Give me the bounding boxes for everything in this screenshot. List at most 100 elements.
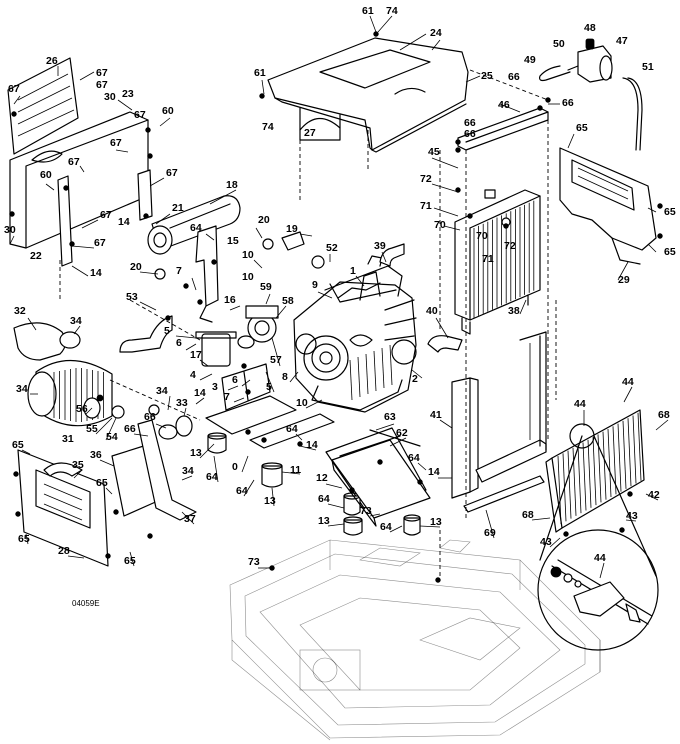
bolt-head bbox=[563, 531, 569, 537]
fuel-filter bbox=[195, 331, 255, 367]
callout: 44 bbox=[594, 552, 606, 564]
callout: 57 bbox=[270, 354, 282, 366]
line-detail bbox=[73, 325, 81, 335]
callout: 14 bbox=[428, 466, 440, 478]
engine bbox=[293, 255, 417, 413]
bolt-head bbox=[113, 509, 119, 515]
callout: 1 bbox=[350, 265, 356, 277]
bolt-head bbox=[373, 31, 379, 37]
callout: 67 bbox=[8, 83, 20, 95]
bolt-head bbox=[13, 471, 19, 477]
callout: 64 bbox=[190, 222, 202, 234]
callout: 17 bbox=[190, 349, 202, 361]
callout: 37 bbox=[184, 513, 196, 525]
line-detail bbox=[73, 469, 83, 479]
callout: 70 bbox=[476, 230, 488, 242]
line-detail bbox=[289, 371, 299, 383]
line-detail bbox=[465, 75, 481, 83]
front-panel-left bbox=[17, 449, 109, 567]
line-detail bbox=[567, 450, 572, 519]
line-detail bbox=[435, 317, 449, 339]
bolt-head bbox=[145, 127, 151, 133]
bolt-head bbox=[197, 299, 203, 305]
air-cleaner-bracket bbox=[111, 419, 197, 521]
line-detail bbox=[549, 537, 561, 548]
line-detail bbox=[637, 412, 642, 481]
line-detail bbox=[81, 219, 99, 229]
bolt-head bbox=[241, 363, 247, 369]
engine-mount-left bbox=[221, 363, 271, 411]
callout: 47 bbox=[616, 35, 628, 47]
line-detail bbox=[167, 395, 171, 411]
chassis-frame bbox=[229, 539, 601, 741]
line-detail bbox=[195, 397, 205, 405]
radiator bbox=[454, 189, 541, 335]
callout: 65 bbox=[664, 206, 676, 218]
callout: 63 bbox=[384, 411, 396, 423]
callout: 66 bbox=[144, 411, 156, 423]
callout: 25 bbox=[481, 70, 493, 82]
callout: 66 bbox=[124, 423, 136, 435]
callout: 60 bbox=[162, 105, 174, 117]
line-detail bbox=[21, 449, 31, 455]
bolt-head bbox=[503, 223, 509, 229]
line-detail bbox=[13, 95, 21, 105]
callout: 13 bbox=[318, 515, 330, 527]
callout: 0 bbox=[232, 461, 238, 473]
bolt-head bbox=[259, 93, 265, 99]
line-detail bbox=[149, 177, 165, 187]
line-detail bbox=[45, 183, 55, 191]
line-detail bbox=[602, 431, 607, 500]
line-detail bbox=[199, 359, 209, 367]
callout: 39 bbox=[374, 240, 386, 252]
line-detail bbox=[431, 157, 459, 169]
bolt-head bbox=[349, 487, 355, 493]
bolt-head bbox=[297, 441, 303, 447]
callout: 16 bbox=[224, 294, 236, 306]
hood-cover bbox=[267, 37, 469, 153]
callout: 35 bbox=[72, 459, 84, 471]
callout: 7 bbox=[176, 265, 182, 277]
line-detail bbox=[567, 133, 575, 149]
line-detail bbox=[557, 455, 562, 525]
line-detail bbox=[181, 475, 193, 481]
bolt-head bbox=[143, 213, 149, 219]
bolt-head bbox=[165, 315, 171, 321]
callout: 66 bbox=[508, 71, 520, 83]
bolt-head bbox=[627, 491, 633, 497]
bolt-head bbox=[63, 185, 69, 191]
line-detail bbox=[647, 207, 657, 213]
bolt-head bbox=[467, 213, 473, 219]
bolt-head bbox=[455, 187, 461, 193]
callout: 43 bbox=[540, 536, 552, 548]
line-detail bbox=[599, 562, 605, 579]
callout: 13 bbox=[190, 447, 202, 459]
callout: 69 bbox=[484, 527, 496, 539]
callout: 52 bbox=[326, 242, 338, 254]
callout: 40 bbox=[426, 305, 438, 317]
callout: 34 bbox=[70, 315, 82, 327]
callout: 64 bbox=[318, 493, 330, 505]
exhaust-flange bbox=[154, 231, 325, 280]
callout: 49 bbox=[524, 54, 536, 66]
callout: 19 bbox=[286, 223, 298, 235]
lower-radiator-hose bbox=[427, 335, 463, 353]
line-detail bbox=[159, 117, 171, 127]
line-detail bbox=[255, 227, 263, 239]
line-detail bbox=[139, 271, 159, 275]
leader-lines bbox=[9, 15, 669, 579]
callout: 44 bbox=[622, 376, 634, 388]
callout: 6 bbox=[176, 337, 182, 349]
callout: 62 bbox=[396, 427, 408, 439]
bolt-head bbox=[657, 203, 663, 209]
line-detail bbox=[265, 371, 275, 393]
line-detail bbox=[271, 337, 281, 367]
line-detail bbox=[349, 359, 353, 401]
bolt-head bbox=[537, 105, 543, 111]
lower-brackets bbox=[331, 429, 545, 527]
bolt-head bbox=[261, 437, 267, 443]
water-pump bbox=[245, 305, 279, 343]
callout: 67 bbox=[96, 67, 108, 79]
line-detail bbox=[375, 423, 395, 431]
